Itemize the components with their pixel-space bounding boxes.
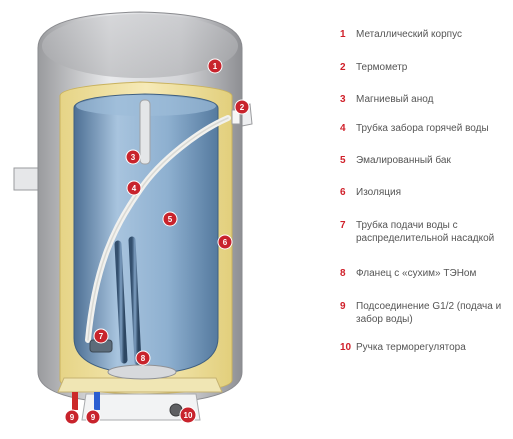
legend: 1 Металлический корпус 2 Термометр 3 Маг… (334, 0, 513, 439)
heating-element-tube-2 (128, 236, 142, 366)
legend-number: 4 (340, 123, 346, 134)
svg-text:5: 5 (168, 215, 173, 224)
legend-label: Трубка забора горячей воды (356, 123, 489, 134)
water-heater-diagram: 1 2 3 4 5 6 7 8 9 9 10 (13, 11, 253, 425)
marker-8: 8 (135, 350, 151, 366)
svg-text:10: 10 (184, 411, 193, 420)
svg-text:4: 4 (132, 184, 137, 193)
legend-label: Термометр (356, 62, 408, 73)
heating-element-tube-1 (114, 240, 128, 364)
svg-text:8: 8 (141, 354, 146, 363)
marker-5: 5 (162, 211, 178, 227)
svg-text:1: 1 (213, 62, 218, 71)
svg-text:6: 6 (223, 238, 228, 247)
marker-9b: 9 (85, 409, 101, 425)
legend-label: Магниевый анод (356, 94, 434, 105)
casing-top (42, 14, 238, 78)
legend-label: Изоляция (356, 187, 401, 198)
svg-text:9: 9 (70, 413, 75, 422)
marker-6: 6 (217, 234, 233, 250)
legend-number: 9 (340, 301, 346, 312)
svg-text:7: 7 (99, 332, 104, 341)
marker-10: 10 (179, 406, 197, 424)
legend-label: Подсоединение G1/2 (подача и забор воды) (356, 301, 502, 325)
legend-number: 6 (340, 187, 346, 198)
svg-text:9: 9 (91, 413, 96, 422)
legend-number: 8 (340, 268, 346, 279)
marker-1: 1 (207, 58, 223, 74)
legend-label: Эмалированный бак (356, 155, 451, 166)
connection-pipe-blue (94, 392, 100, 410)
legend-number: 1 (340, 29, 346, 40)
legend-number: 2 (340, 62, 346, 73)
marker-9a: 9 (64, 409, 80, 425)
bottom-flange (57, 377, 223, 393)
svg-text:2: 2 (240, 103, 245, 112)
marker-7: 7 (93, 328, 109, 344)
marker-4: 4 (126, 180, 142, 196)
flange-ring (107, 364, 177, 380)
connection-pipe-red (72, 392, 78, 410)
marker-3: 3 (125, 149, 141, 165)
legend-label: Трубка подачи воды с распределительной н… (356, 220, 495, 244)
legend-label: Фланец с «сухим» ТЭНом (356, 268, 477, 279)
legend-number: 3 (340, 94, 346, 105)
legend-number: 10 (340, 342, 352, 353)
marker-2: 2 (234, 99, 250, 115)
control-unit (81, 393, 201, 421)
svg-text:3: 3 (131, 153, 136, 162)
legend-number: 7 (340, 220, 346, 231)
legend-number: 5 (340, 155, 346, 166)
legend-label: Металлический корпус (356, 29, 462, 40)
legend-label: Ручка терморегулятора (356, 342, 466, 353)
magnesium-anode (139, 99, 151, 165)
enamel-tank (73, 93, 219, 375)
